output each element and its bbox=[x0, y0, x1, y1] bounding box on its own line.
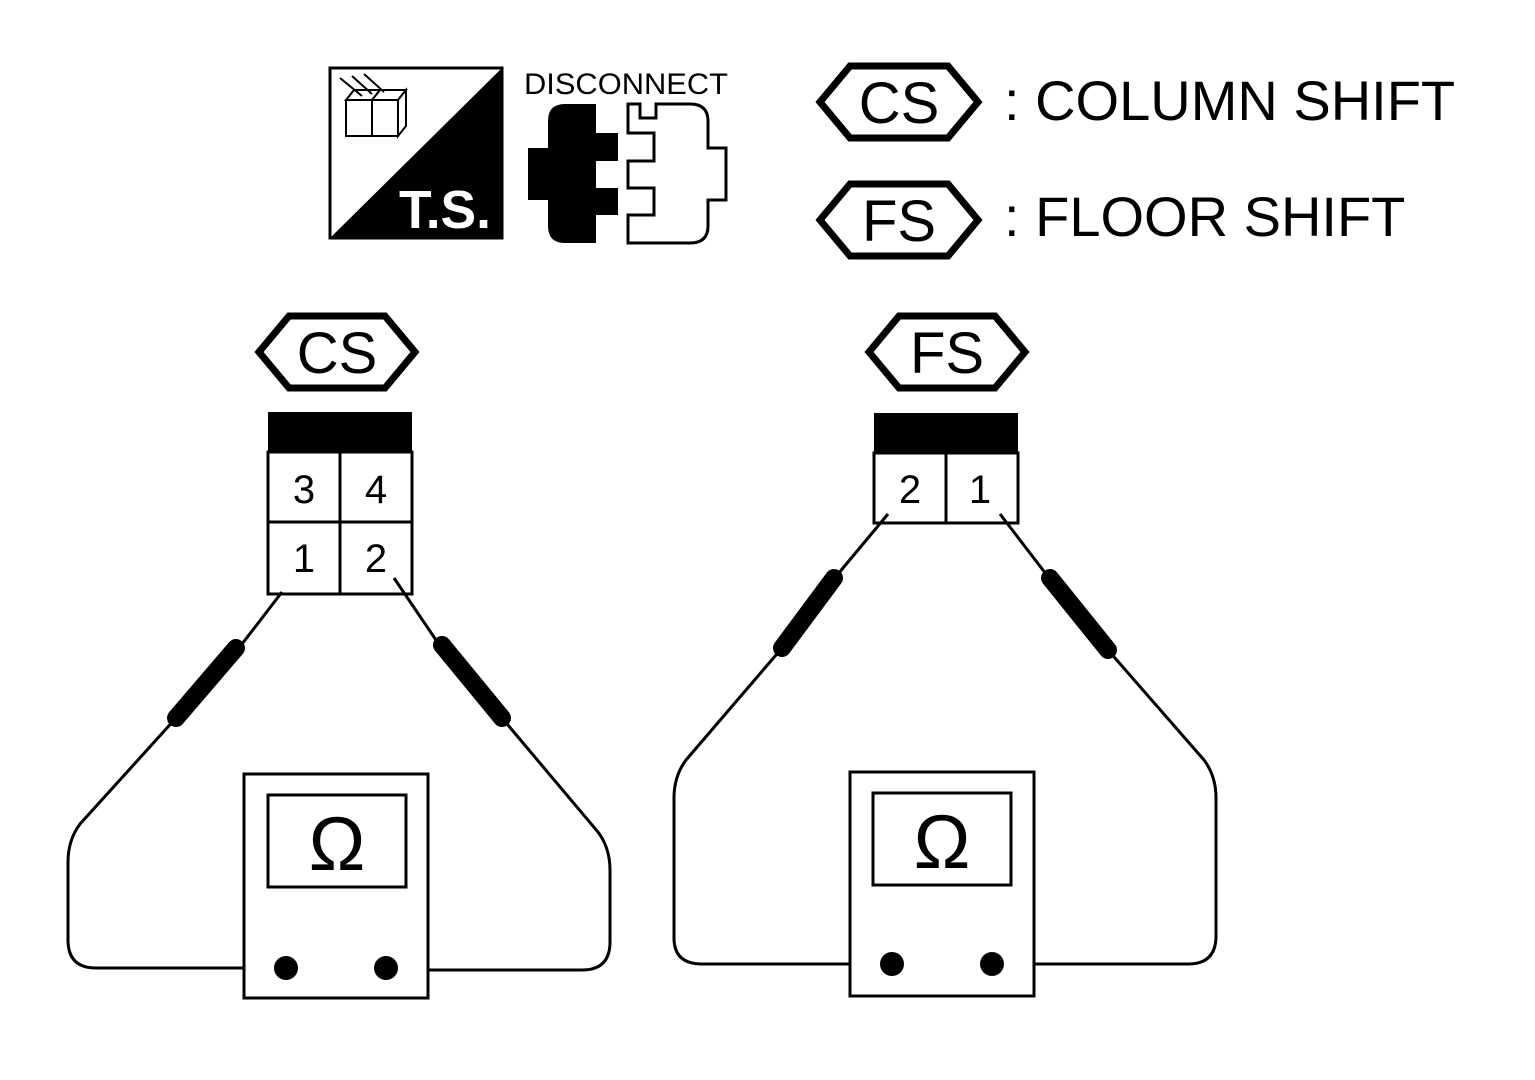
legend-floor-shift: FS : FLOOR SHIFT bbox=[815, 180, 1405, 260]
legend-description: : FLOOR SHIFT bbox=[1004, 185, 1405, 248]
ts-label: T.S. bbox=[399, 180, 491, 240]
cs-diagram-code: CS bbox=[297, 321, 378, 386]
probe-lead-right bbox=[992, 513, 1218, 966]
terminal-label: 3 bbox=[293, 468, 315, 512]
meter-symbol: Ω bbox=[309, 802, 366, 887]
probe-lead-left bbox=[66, 591, 286, 970]
terminal-label: 1 bbox=[293, 537, 315, 581]
terminal-label: 1 bbox=[969, 468, 991, 512]
disconnect-badge: DISCONNECT bbox=[524, 68, 728, 245]
trouble-diagnosis-icon bbox=[339, 73, 409, 139]
connector-disconnect-icon bbox=[528, 102, 728, 245]
ohmmeter-icon: Ω bbox=[242, 772, 430, 1000]
cs-diagram: CS 3 4 1 2 Ω bbox=[66, 312, 612, 1000]
terminal-label: 4 bbox=[365, 468, 387, 512]
ts-badge: T.S. bbox=[328, 66, 504, 240]
disconnect-label: DISCONNECT bbox=[524, 68, 728, 101]
ohmmeter-icon: Ω bbox=[848, 770, 1036, 998]
probe-lead-right bbox=[386, 577, 612, 972]
legend-code: FS bbox=[862, 189, 936, 254]
terminal-label: 2 bbox=[365, 537, 387, 581]
terminal-label: 2 bbox=[899, 468, 921, 512]
meter-jack bbox=[980, 952, 1004, 976]
meter-jack bbox=[374, 956, 398, 980]
legend-description: : COLUMN SHIFT bbox=[1004, 69, 1455, 132]
meter-jack bbox=[274, 956, 298, 980]
cs-hexagon-badge bbox=[815, 62, 983, 142]
fs-connector: 2 1 bbox=[872, 413, 1020, 525]
meter-jack bbox=[880, 952, 904, 976]
fs-diagram-code: FS bbox=[910, 321, 984, 386]
probe-lead-left bbox=[672, 513, 892, 966]
fs-hexagon-badge bbox=[815, 180, 983, 260]
legend-code: CS bbox=[859, 71, 940, 136]
meter-symbol: Ω bbox=[914, 800, 971, 885]
legend-column-shift: CS : COLUMN SHIFT bbox=[815, 62, 1455, 142]
cs-hexagon-badge bbox=[254, 312, 420, 392]
fs-diagram: FS 2 1 Ω bbox=[672, 312, 1218, 998]
cs-connector: 3 4 1 2 bbox=[266, 412, 414, 596]
fs-hexagon-badge bbox=[864, 312, 1030, 392]
